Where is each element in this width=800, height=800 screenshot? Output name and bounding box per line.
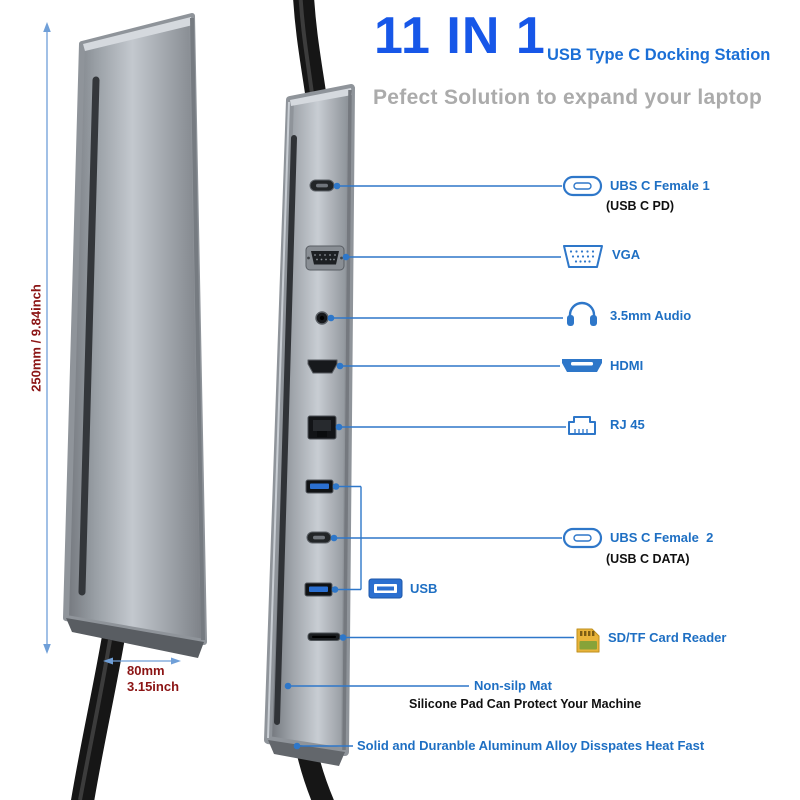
width-dimension-label-inch: 3.15inch (127, 679, 180, 694)
page-subtitle: USB Type C Docking Station (547, 46, 771, 64)
ports (304, 179, 345, 641)
callout-dot (284, 682, 292, 690)
label-rj45: RJ 45 (610, 417, 645, 432)
vga-port (305, 245, 345, 271)
dock-front-view (63, 13, 207, 658)
label-usb-c-female-2: UBS C Female 2 (610, 530, 714, 545)
callout-dot (335, 423, 343, 431)
front-top-edge (83, 17, 193, 51)
tagline: Pefect Solution to expand your laptop (373, 86, 763, 109)
callout-dot (327, 314, 335, 322)
label-sd-tf-card-reader: SD/TF Card Reader (608, 630, 727, 645)
bottom-left-cable (71, 622, 126, 800)
callout-dot (336, 362, 344, 370)
callout-dot (332, 483, 340, 490)
usb-a-icon (368, 578, 403, 599)
arrow-right-icon (171, 657, 181, 665)
arrow-left-icon (103, 657, 113, 665)
label-hdmi: HDMI (610, 358, 644, 373)
label-audio: 3.5mm Audio (610, 308, 692, 323)
usb-c-port-1 (309, 179, 335, 192)
side-left-highlight (267, 101, 290, 739)
height-dimension-label: 250mm / 9.84inch (28, 284, 44, 392)
hdmi-icon (562, 359, 602, 372)
vga-icon (563, 245, 603, 268)
usb-c-icon-2 (562, 527, 603, 549)
front-right-shade (190, 17, 205, 641)
rj45-port (307, 415, 337, 440)
front-groove (78, 76, 100, 596)
arrow-down-icon (43, 644, 51, 654)
label-usb: USB (410, 581, 438, 596)
dimension-markers (43, 22, 181, 665)
legend-icons (368, 175, 603, 653)
top-cable-highlight (298, 0, 314, 95)
sublabel-usb-c-data: (USB C DATA) (606, 552, 690, 566)
usb-a-port-1 (305, 479, 334, 494)
label-vga: VGA (612, 247, 641, 262)
bottom-cable (297, 745, 334, 800)
headphones-icon (567, 301, 597, 326)
bottom-left-cable-highlight (78, 639, 112, 800)
sublabel-usb-c-pd: (USB C PD) (606, 199, 675, 213)
front-bottom-edge (66, 618, 204, 658)
callouts (284, 182, 574, 750)
note-silicone-pad-detail: Silicone Pad Can Protect Your Machine (409, 697, 642, 711)
callout-dot (339, 634, 347, 641)
callout-dot (333, 182, 341, 190)
arrow-up-icon (43, 22, 51, 32)
callout-dot (330, 534, 338, 542)
page-title: 11 IN 1 (374, 7, 546, 65)
note-non-slip-mat: Non-silp Mat (474, 678, 552, 693)
side-top-edge (290, 88, 352, 106)
note-aluminum-alloy: Solid and Duranble Aluminum Alloy Disspa… (357, 738, 705, 753)
rj45-icon (568, 416, 596, 435)
callout-dot (293, 742, 301, 750)
usb-a-port-2 (304, 582, 333, 597)
callout-dot (331, 586, 339, 593)
top-cable (293, 0, 327, 107)
label-usb-c-female-1: UBS C Female 1 (610, 178, 710, 193)
usb-c-icon (562, 175, 603, 197)
side-bottom-edge (268, 740, 345, 766)
sd-card-slot (307, 632, 341, 641)
sd-card-icon (576, 628, 600, 653)
width-dimension-label-mm: 80mm (127, 663, 165, 678)
non-slip-mat-groove (274, 135, 297, 725)
hdmi-port (307, 359, 338, 374)
audio-jack-port (315, 311, 329, 325)
usb-c-port-2 (306, 531, 332, 544)
cables (71, 0, 334, 800)
callout-dot (342, 253, 350, 261)
